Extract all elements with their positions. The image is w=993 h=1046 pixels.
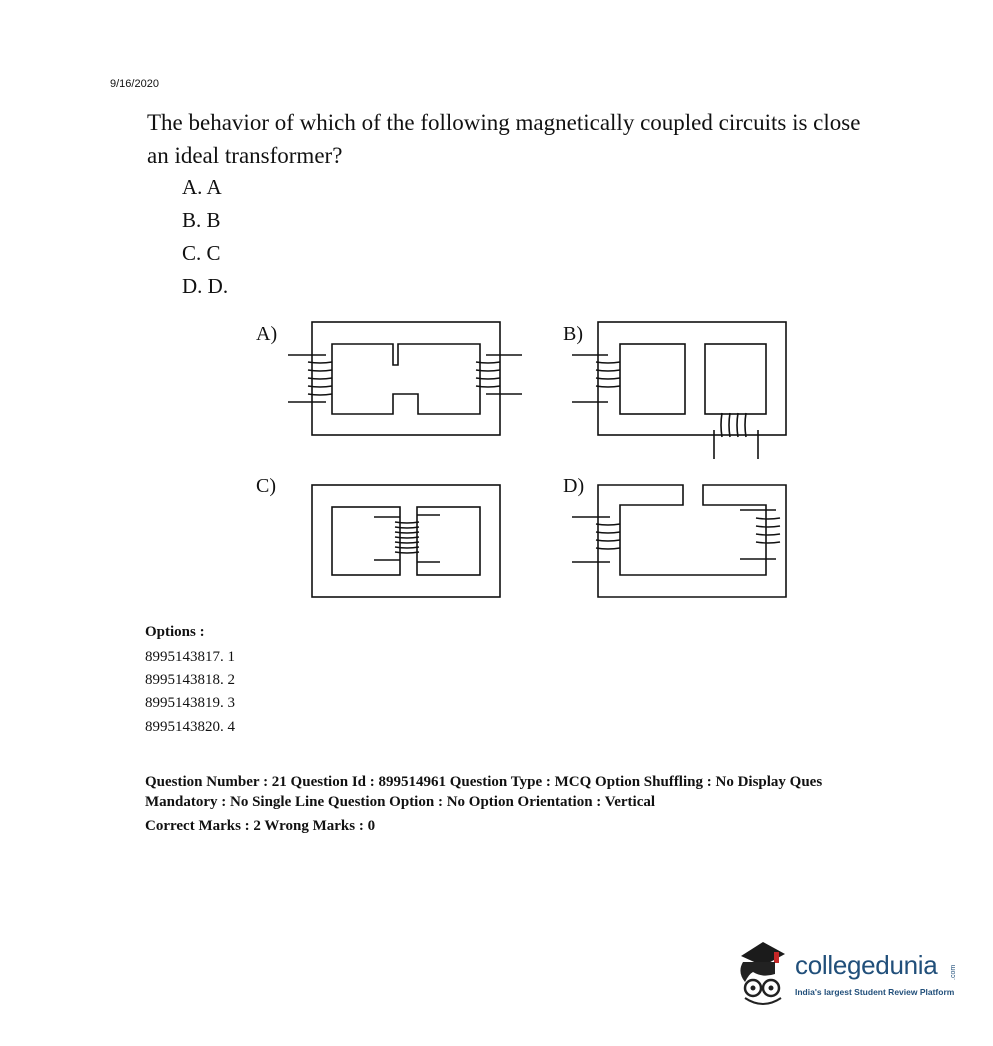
core-c xyxy=(311,484,501,598)
coil-d-right xyxy=(740,509,781,560)
figure-label-b: B) xyxy=(563,323,583,345)
collegedunia-logo-icon: .com xyxy=(740,942,957,1005)
logo-suffix: .com xyxy=(950,965,957,980)
coil-d-left xyxy=(572,516,621,563)
coil-b-left xyxy=(572,354,621,403)
question-meta-line-2: Mandatory : No Single Line Question Opti… xyxy=(145,794,656,810)
choice-c: C. C xyxy=(182,241,221,265)
question-text: The behavior of which of the following m… xyxy=(147,106,922,172)
option-item: 8995143819. 3 xyxy=(145,695,235,711)
coil-a-right xyxy=(475,354,522,395)
question-meta-line-3: Correct Marks : 2 Wrong Marks : 0 xyxy=(145,818,376,834)
circuits-figure: A) B) C) D) xyxy=(256,321,787,598)
choice-d: D. D. xyxy=(182,274,229,298)
brand-tagline: India's largest Student Review Platform xyxy=(795,987,955,997)
options-heading: Options : xyxy=(145,624,205,640)
core-d xyxy=(597,484,787,598)
option-item: 8995143820. 4 xyxy=(145,719,235,735)
coil-c xyxy=(374,514,440,563)
figure-label-c: C) xyxy=(256,475,276,497)
option-item: 8995143818. 2 xyxy=(145,672,235,688)
brand-name: collegedunia xyxy=(795,950,938,980)
option-item: 8995143817. 1 xyxy=(145,649,235,665)
question-line-1: The behavior of which of the following m… xyxy=(147,110,861,135)
coil-b-bottom xyxy=(713,412,759,459)
figure-label-a: A) xyxy=(256,323,277,345)
question-meta-line-1: Question Number : 21 Question Id : 89951… xyxy=(145,774,823,790)
core-a xyxy=(311,321,501,436)
figure-label-d: D) xyxy=(563,475,584,497)
choice-a: A. A xyxy=(182,175,222,199)
question-line-2: an ideal transformer? xyxy=(147,143,343,168)
print-date: 9/16/2020 xyxy=(110,78,159,90)
coil-a-left xyxy=(288,354,333,403)
core-b xyxy=(597,321,787,436)
choice-b: B. B xyxy=(182,208,221,232)
